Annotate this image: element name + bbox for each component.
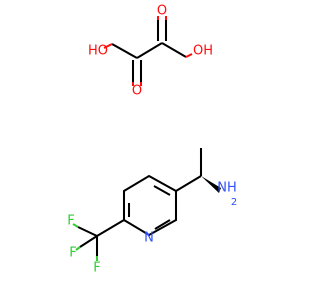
- ring-nitrogen-label: N: [144, 231, 154, 246]
- pyridine-inner-double-bond-3: [154, 219, 171, 230]
- pyridine-amine: NH 2 N F F F: [67, 148, 237, 276]
- chemical-structure-canvas: HO OH O O NH 2 N F F: [67, 3, 238, 276]
- cf3-bond-top: [77, 226, 98, 237]
- ring-nitrogen-bond-left: [144, 232, 150, 236]
- oxalic-c1-oh-bond: [111, 43, 138, 59]
- oxalic-acid: HO OH O O: [88, 4, 213, 99]
- cf3-bond-left: [79, 235, 98, 248]
- molecule-svg: HO OH O O NH 2 N F F: [67, 4, 237, 276]
- oxalic-ho-label: HO: [88, 44, 108, 59]
- amine-subscript-label: 2: [231, 197, 237, 208]
- cf3-bond-left-green-segment: [75, 246, 81, 251]
- oxalic-c2-oh-bond-red-segment: [185, 53, 193, 58]
- oxalic-c-c-bond: [136, 42, 163, 59]
- pyridine-ring: [122, 174, 178, 237]
- chiral-carbon-to-ring-bond: [175, 175, 202, 192]
- oxalic-o-bottom-label: O: [132, 84, 142, 99]
- wedge-bond-to-amine: [201, 176, 221, 193]
- fluorine-top-label: F: [67, 214, 74, 229]
- cf3-bond-top-green-segment: [72, 223, 79, 228]
- cf3-ring-bond: [96, 219, 125, 237]
- oxalic-o-top-label: O: [157, 4, 167, 19]
- oxalic-c1-oh-bond-red-segment: [103, 43, 113, 49]
- fluorine-left-label: F: [69, 246, 76, 261]
- oxalic-c2-oh-bond: [161, 42, 187, 58]
- pyridine-inner-double-bond-1: [153, 185, 171, 196]
- oxalic-oh-label: OH: [193, 44, 213, 59]
- amine-label: NH: [217, 181, 237, 196]
- fluorine-bottom-label: F: [93, 261, 100, 276]
